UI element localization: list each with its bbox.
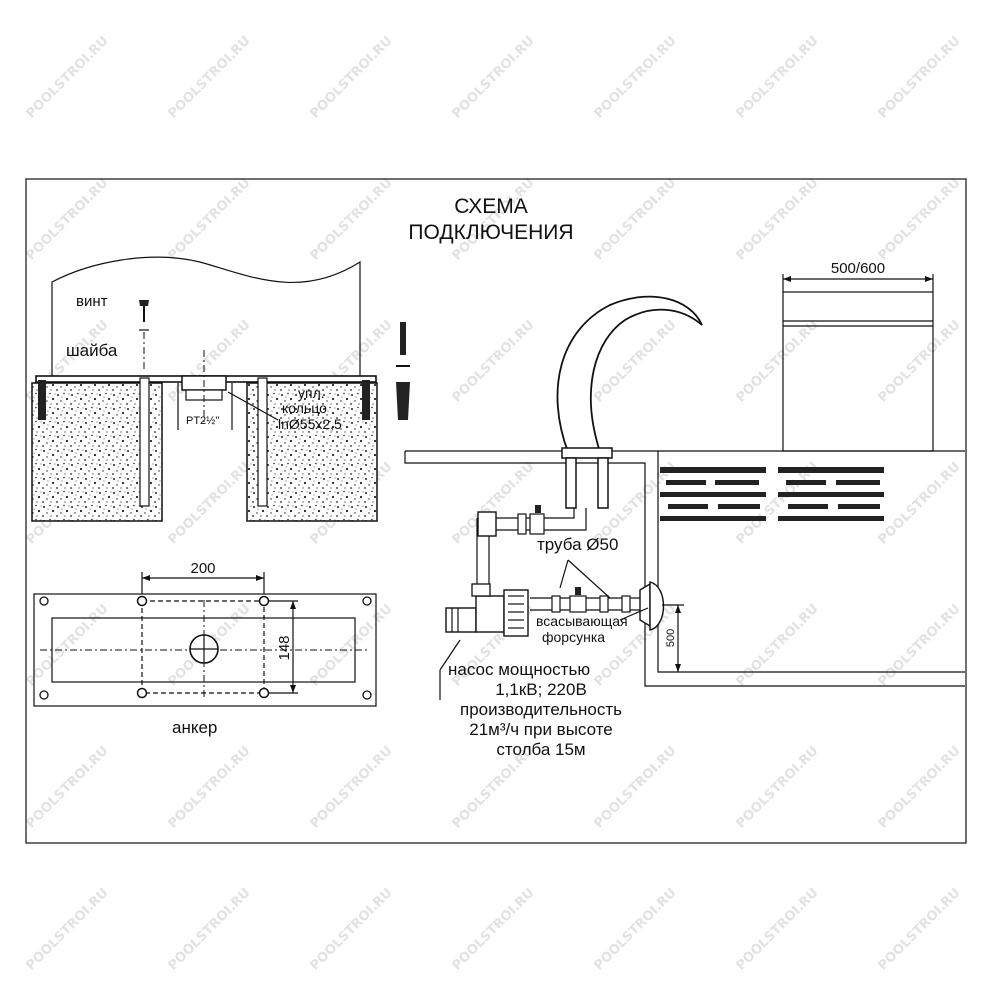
watermark-text: POOLSTROI.RU xyxy=(733,175,821,263)
label-suction-2: форсунка xyxy=(542,629,605,645)
watermark-text: POOLSTROI.RU xyxy=(875,459,963,547)
dim-148: 148 xyxy=(276,635,293,660)
watermark-text: POOLSTROI.RU xyxy=(733,317,821,405)
watermark-text: POOLSTROI.RU xyxy=(165,885,253,973)
watermark-text: POOLSTROI.RU xyxy=(875,33,963,121)
label-seal-2: кольцо xyxy=(282,400,327,416)
plan-view: 200 148 анкер xyxy=(33,560,377,737)
label-thread: PT2½" xyxy=(186,415,219,427)
watermark-layer: POOLSTROI.RU POOLSTROI.RU POOLSTROI.RU POOL… xyxy=(23,33,963,973)
watermark-text: POOLSTROI.RU xyxy=(165,175,253,263)
watermark-text: POOLSTROI.RU xyxy=(591,885,679,973)
watermark-text: POOLSTROI.RU xyxy=(165,33,253,121)
concrete-block-right xyxy=(246,382,378,522)
watermark-text: POOLSTROI.RU xyxy=(449,317,537,405)
watermark-text: POOLSTROI.RU xyxy=(307,33,395,121)
anchor-hole-br xyxy=(258,687,270,699)
watermark-text: POOLSTROI.RU xyxy=(307,175,395,263)
watermark-text: POOLSTROI.RU xyxy=(875,317,963,405)
section-view: винт шайба PT2½" упл. кольцо lnØ55x2,5 xyxy=(31,256,410,522)
watermark-text: POOLSTROI.RU xyxy=(875,601,963,689)
anchor-bolt-icon xyxy=(396,322,410,420)
label-washer: шайба xyxy=(66,341,118,360)
watermark-text: POOLSTROI.RU xyxy=(449,885,537,973)
suction-fitting xyxy=(639,582,651,628)
label-seal-3: lnØ55x2,5 xyxy=(278,416,342,432)
watermark-text: POOLSTROI.RU xyxy=(23,743,111,831)
anchor-hole-tl xyxy=(136,595,148,607)
watermark-text: POOLSTROI.RU xyxy=(165,743,253,831)
anchor-hole-tr xyxy=(258,595,270,607)
watermark-text: POOLSTROI.RU xyxy=(23,601,111,689)
label-suction-1: всасывающая xyxy=(536,613,628,629)
label-pump-1: насос мощностью xyxy=(448,660,590,679)
anchor-rod-right xyxy=(257,377,268,507)
water-pattern xyxy=(660,467,884,521)
screw-icon xyxy=(139,300,149,306)
label-anchor: анкер xyxy=(172,718,217,737)
label-pipe: труба Ø50 xyxy=(537,535,618,554)
label-pump-2: 1,1кВ; 220В xyxy=(495,680,587,699)
watermark-text: POOLSTROI.RU xyxy=(733,743,821,831)
watermark-text: POOLSTROI.RU xyxy=(23,885,111,973)
anchor-hole-bl xyxy=(136,687,148,699)
installation-view: 500/600 xyxy=(404,260,965,759)
sheer-descent-nozzle xyxy=(556,295,703,453)
watermark-text: POOLSTROI.RU xyxy=(449,175,537,263)
watermark-text: POOLSTROI.RU xyxy=(165,459,253,547)
deck-unit xyxy=(782,291,934,452)
title-line-2: ПОДКЛЮЧЕНИЯ xyxy=(408,221,573,244)
watermark-text: POOLSTROI.RU xyxy=(591,175,679,263)
watermark-text: POOLSTROI.RU xyxy=(307,885,395,973)
pump-icon xyxy=(445,583,529,637)
watermark-text: POOLSTROI.RU xyxy=(733,601,821,689)
watermark-text: POOLSTROI.RU xyxy=(733,33,821,121)
label-seal-1: упл. xyxy=(298,385,325,401)
watermark-text: POOLSTROI.RU xyxy=(591,743,679,831)
water-surface-outline xyxy=(51,256,361,378)
label-pump-5: столба 15м xyxy=(496,740,585,759)
anchor-rod-left xyxy=(139,377,150,507)
watermark-text: POOLSTROI.RU xyxy=(449,33,537,121)
dim-500: 500 xyxy=(665,629,677,647)
watermark-text: POOLSTROI.RU xyxy=(875,175,963,263)
dim-500-600: 500/600 xyxy=(831,260,885,277)
diagram-frame xyxy=(25,178,967,844)
watermark-text: POOLSTROI.RU xyxy=(591,33,679,121)
label-screw: винт xyxy=(76,293,108,310)
watermark-text: POOLSTROI.RU xyxy=(875,885,963,973)
label-pump-4: 21м³/ч при высоте xyxy=(469,720,613,739)
watermark-text: POOLSTROI.RU xyxy=(23,33,111,121)
pool-edge xyxy=(404,451,965,687)
watermark-text: POOLSTROI.RU xyxy=(875,743,963,831)
title-line-1: СХЕМА xyxy=(454,195,528,218)
dim-200: 200 xyxy=(190,560,215,577)
watermark-text: POOLSTROI.RU xyxy=(23,175,111,263)
pipe-network xyxy=(476,508,587,590)
watermark-text: POOLSTROI.RU xyxy=(307,743,395,831)
watermark-text: POOLSTROI.RU xyxy=(733,885,821,973)
watermark-text: POOLSTROI.RU xyxy=(307,601,395,689)
label-pump-3: производительность xyxy=(460,700,622,719)
plan-outer-frame xyxy=(33,593,377,707)
